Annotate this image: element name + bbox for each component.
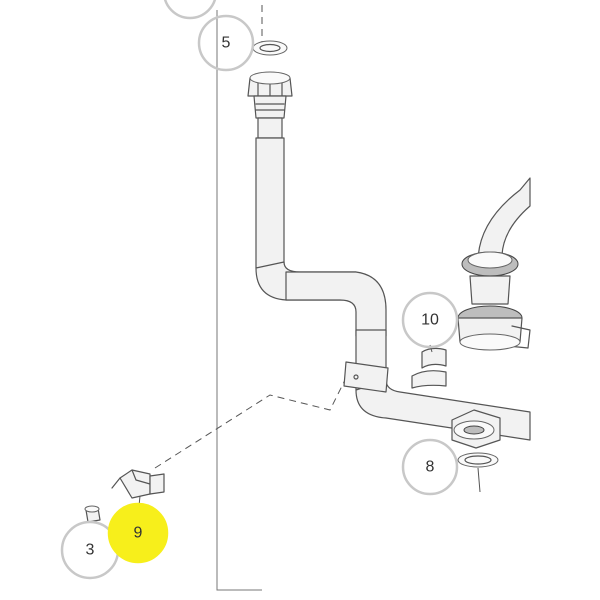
callout-9-label: 9 — [134, 525, 143, 542]
callout-3-label: 3 — [86, 542, 95, 559]
washer-8 — [457, 452, 499, 493]
callout-8: 8 — [401, 438, 459, 496]
drain-pipe — [247, 71, 531, 441]
assembly-guide-line — [154, 379, 346, 469]
bracket-9 — [111, 469, 165, 499]
callout-partial-top — [163, 0, 217, 20]
callout-9: 9 — [107, 502, 169, 564]
drain-nozzle-8 — [451, 409, 501, 449]
callout-8-label: 8 — [426, 459, 435, 476]
pipe-clip — [343, 361, 389, 393]
callout-10-label: 10 — [421, 312, 439, 329]
clamp-10 — [411, 347, 447, 389]
washer-5 — [252, 40, 288, 56]
callout-5: 5 — [197, 14, 255, 72]
callout-10: 10 — [401, 291, 459, 349]
hose-coupling-assembly — [457, 177, 531, 351]
callout-5-label: 5 — [222, 35, 231, 52]
screw-3 — [84, 505, 101, 523]
